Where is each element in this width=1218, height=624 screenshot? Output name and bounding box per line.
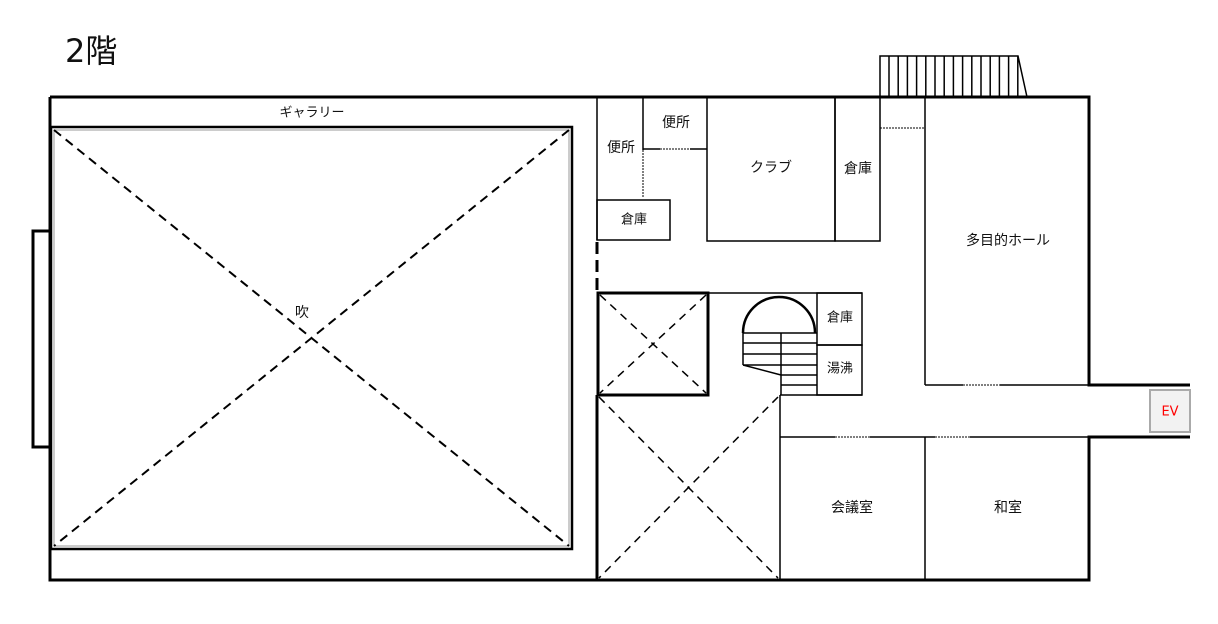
room-label-toilet-1: 便所 bbox=[607, 140, 635, 156]
room-label-toilet-2: 便所 bbox=[662, 115, 690, 131]
stair-void-upper bbox=[596, 291, 710, 397]
room-label-gallery: ギャラリー bbox=[279, 106, 344, 121]
room-label-storage-small: 倉庫 bbox=[621, 213, 647, 228]
external-stairs bbox=[879, 55, 1028, 98]
room-label-storage-stair: 倉庫 bbox=[827, 311, 853, 326]
room-label-atrium: 吹 bbox=[295, 305, 309, 321]
room-label-meeting-room: 会議室 bbox=[831, 499, 873, 516]
stair-void-lower bbox=[595, 395, 779, 580]
elevator: EV bbox=[1149, 389, 1191, 433]
floor-title: 2階 bbox=[65, 32, 117, 70]
atrium-void bbox=[49, 125, 574, 551]
interior-walls bbox=[596, 96, 1089, 580]
room-label-storage-club: 倉庫 bbox=[844, 160, 872, 177]
left-bay-wall bbox=[31, 229, 50, 449]
door-openings bbox=[642, 127, 1000, 438]
room-label-club: クラブ bbox=[750, 159, 792, 176]
room-label-japanese-room: 和室 bbox=[994, 499, 1022, 516]
room-label-kitchenette: 湯沸 bbox=[827, 362, 853, 377]
elevator-label: EV bbox=[1161, 405, 1178, 420]
spiral-staircase bbox=[741, 295, 817, 395]
room-label-multipurpose-hall: 多目的ホール bbox=[966, 232, 1050, 249]
